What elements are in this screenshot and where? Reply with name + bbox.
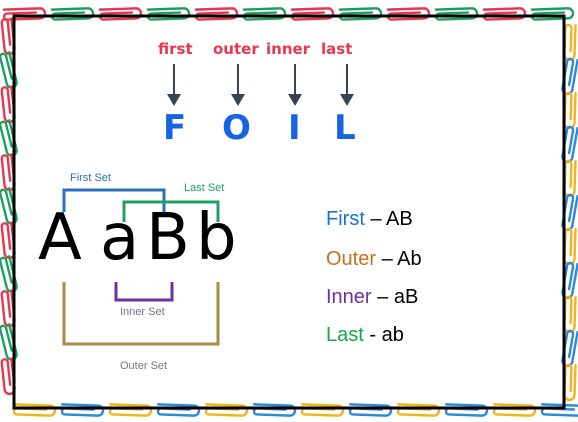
pair-name: Outer: [326, 248, 377, 270]
pair-separator: -: [369, 324, 377, 346]
pair-name: Inner: [326, 286, 372, 308]
inner-set-bracket: [114, 282, 174, 302]
pair-row-outer: Outer – Ab: [326, 248, 422, 271]
paper-clip-icon: [561, 125, 578, 163]
paper-clip-icon: [0, 255, 18, 293]
paper-clip-icon: [0, 187, 18, 225]
paper-clip-icon: [0, 323, 18, 361]
first-set-label: First Set: [70, 172, 111, 184]
letter-small-b: b: [196, 201, 237, 275]
paper-clip-icon: [2, 7, 47, 21]
last-set-label: Last Set: [184, 182, 225, 194]
foil-word-outer: outer: [213, 40, 259, 58]
foil-letter-i: I: [288, 108, 302, 148]
pair-row-last: Last - ab: [326, 324, 404, 347]
foil-letter-l: L: [334, 108, 357, 148]
paper-clip-icon: [561, 193, 578, 231]
paper-clip-icon: [561, 261, 578, 299]
letter-capital-a: A: [38, 201, 82, 275]
pair-value: ab: [381, 324, 404, 346]
last-set-bracket: [122, 200, 220, 222]
letter-small-a: a: [100, 201, 140, 275]
foil-word-inner: inner: [266, 40, 311, 58]
pair-name: Last: [326, 324, 364, 346]
pair-value: aB: [393, 286, 419, 308]
down-arrow-icon: [167, 64, 181, 108]
outer-set-label: Outer Set: [120, 360, 168, 372]
letter-capital-b: B: [146, 201, 190, 275]
pair-value: Ab: [397, 248, 422, 270]
pair-row-inner: Inner – aB: [326, 286, 418, 309]
paper-clip-icon: [561, 57, 578, 95]
down-arrow-icon: [231, 64, 245, 108]
outer-set-bracket: [62, 282, 220, 346]
pair-separator: –: [370, 208, 382, 230]
foil-letter-o: O: [222, 108, 252, 148]
foil-word-first: first: [158, 40, 193, 58]
paper-clip-icon: [0, 119, 18, 157]
foil-word-last: last: [321, 40, 353, 58]
down-arrow-icon: [340, 64, 354, 108]
pair-row-first: First – AB: [326, 208, 413, 231]
pair-name: First: [326, 208, 365, 230]
pair-separator: –: [381, 248, 393, 270]
foil-letter-f: F: [163, 108, 188, 148]
down-arrow-icon: [288, 64, 302, 108]
pair-value: AB: [386, 208, 413, 230]
inner-set-label: Inner Set: [120, 306, 165, 318]
paper-clip-icon: [561, 329, 578, 367]
pair-separator: –: [377, 286, 389, 308]
paper-clip-icon: [0, 51, 18, 89]
